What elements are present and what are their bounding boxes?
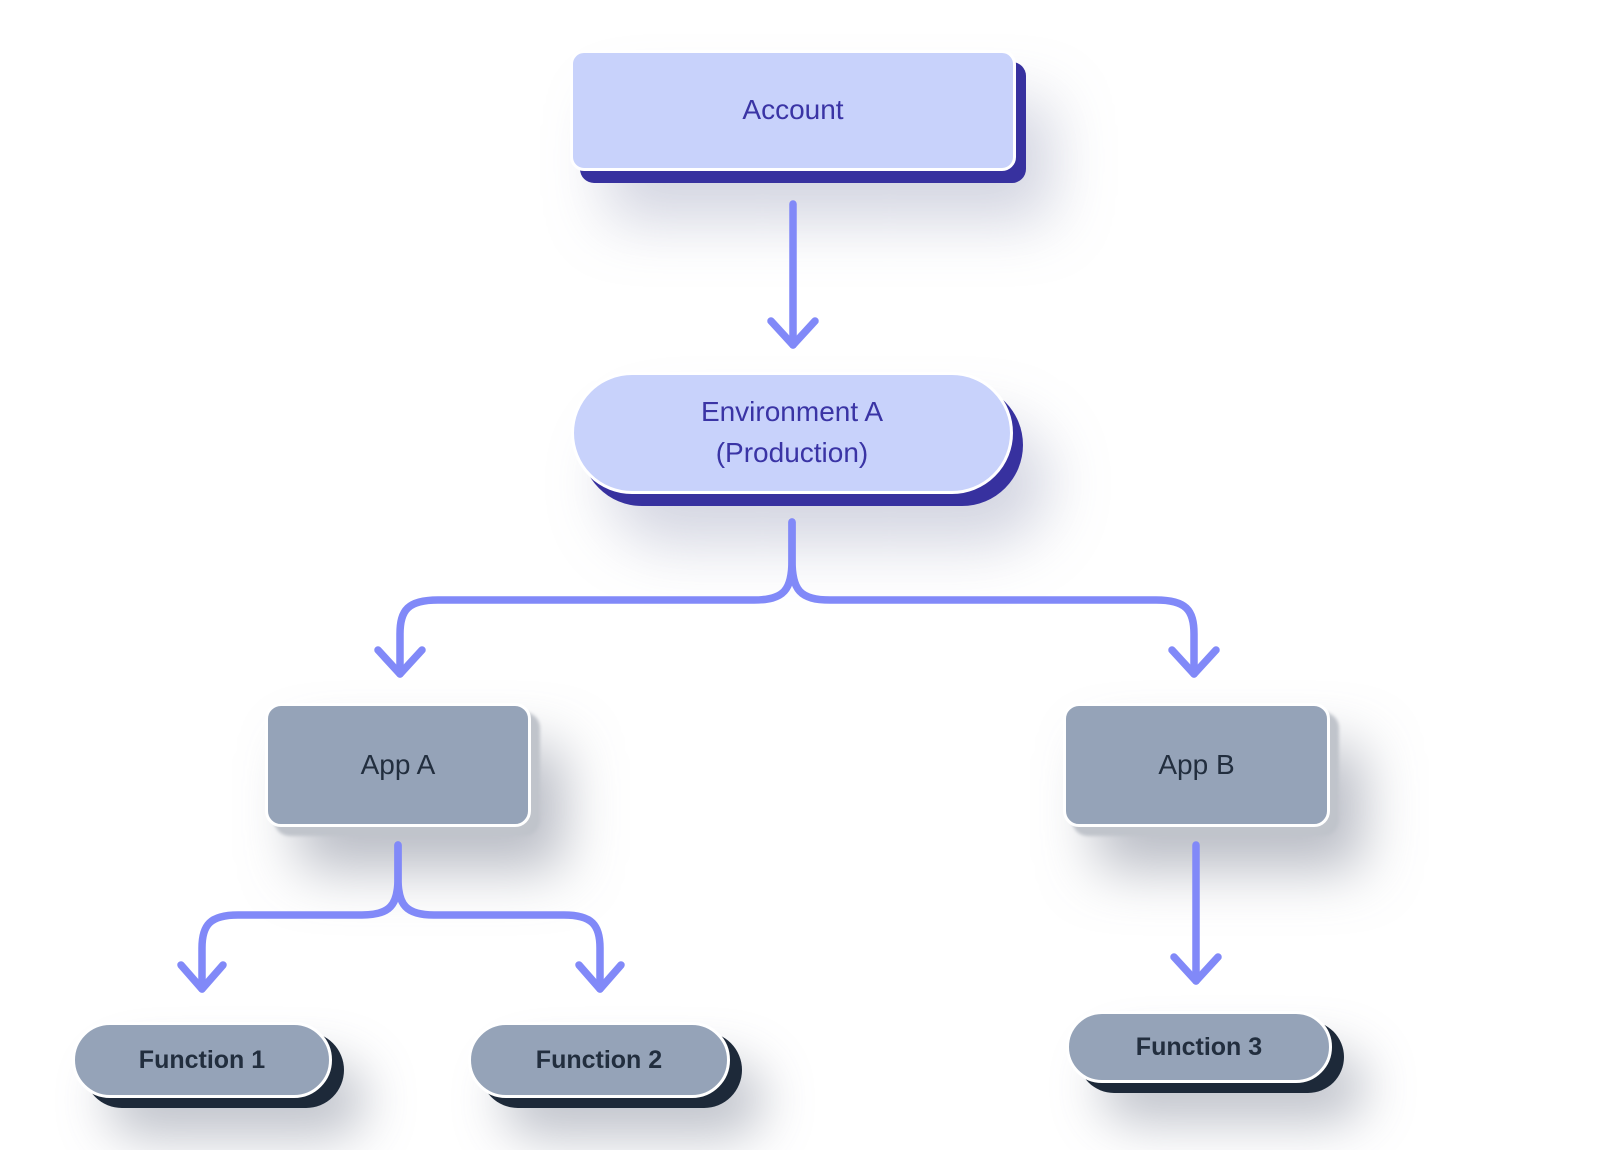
edge-app-a-to-function-1-arrowhead-icon: [177, 961, 227, 993]
edge-app-a-to-function-2: [394, 841, 604, 993]
node-environment-a: Environment A (Production): [571, 372, 1013, 494]
edge-app-a-to-function-2-arrowhead-icon: [575, 961, 625, 993]
node-environment-a-label: Environment A (Production): [700, 396, 884, 468]
edge-environment-to-app-a: [396, 518, 796, 678]
node-function-2-label: Function 2: [535, 1045, 663, 1074]
edge-environment-to-app-a-arrowhead-icon: [374, 646, 426, 678]
node-app-a-label: App A: [360, 748, 436, 780]
node-app-b-label: App B: [1158, 748, 1235, 780]
node-app-a: App A: [265, 703, 531, 827]
node-account: Account: [570, 50, 1016, 171]
node-app-b: App B: [1063, 703, 1330, 827]
node-function-1: Function 1: [72, 1022, 332, 1098]
node-function-2: Function 2: [468, 1022, 730, 1098]
node-function-3-label: Function 3: [1135, 1032, 1263, 1061]
node-function-1-label: Function 1: [138, 1045, 266, 1074]
node-account-label: Account: [742, 94, 844, 126]
edge-environment-to-app-b-arrowhead-icon: [1168, 646, 1220, 678]
edge-account-to-environment-arrowhead-icon: [767, 317, 819, 349]
edge-app-a-to-function-1: [198, 841, 402, 993]
edge-app-b-to-function-3-arrowhead-icon: [1170, 953, 1222, 985]
node-function-3: Function 3: [1066, 1011, 1332, 1083]
edge-environment-to-app-b: [788, 518, 1198, 678]
